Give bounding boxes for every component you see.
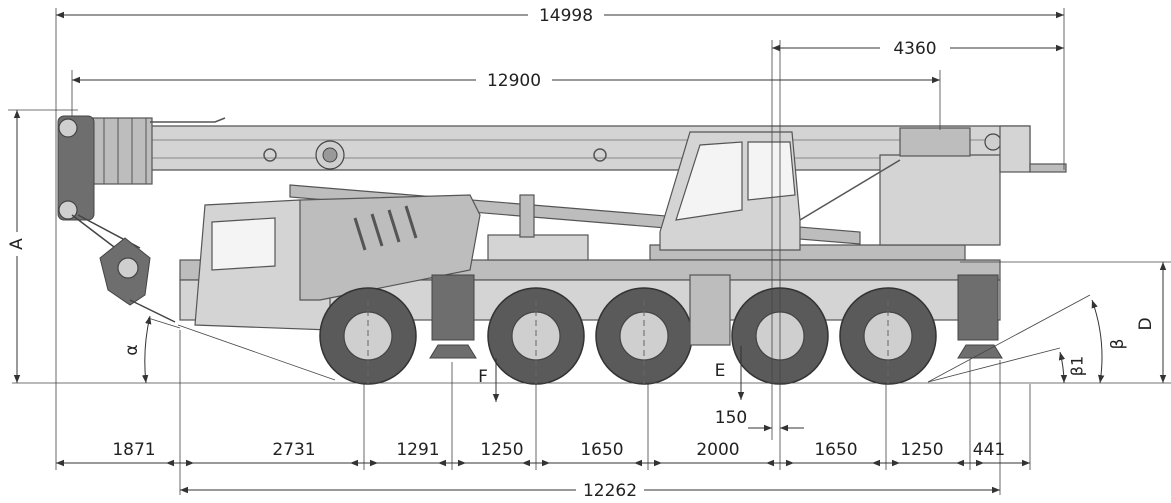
vertical-dimensions: A D F E — [5, 110, 1167, 402]
dim-chassis-length: 12262 — [583, 481, 637, 501]
label-departure-angle: β — [1108, 339, 1128, 350]
label-chassis-height-d: D — [1136, 317, 1156, 330]
slew-offset-dimension: 150 — [715, 408, 804, 432]
dim-axle-spacing-5: 2000 — [696, 440, 739, 460]
top-dimensions: 14998 4360 12900 — [56, 6, 1064, 91]
dim-axle-spacing-1: 2731 — [272, 440, 315, 460]
dim-axle-spacing-7: 1250 — [900, 440, 943, 460]
label-ground-e: E — [715, 361, 726, 381]
dim-axle-spacing-3: 1250 — [480, 440, 523, 460]
label-height-a: A — [7, 238, 27, 250]
dim-boom-length: 12900 — [487, 71, 541, 91]
dim-overall-length: 14998 — [539, 6, 593, 26]
angle-indicators: α β β1 — [122, 294, 1128, 384]
dim-rear-overhang: 4360 — [893, 39, 936, 59]
wheels — [319, 287, 937, 385]
label-approach-angle: α — [122, 344, 142, 355]
dim-axle-spacing-4: 1650 — [580, 440, 623, 460]
cab-window-side — [747, 141, 796, 201]
boom-sections — [91, 117, 153, 185]
crane-illustration — [57, 115, 1067, 385]
label-outrigger-f: F — [478, 367, 488, 387]
label-departure-angle-1: β1 — [1068, 356, 1087, 376]
cab-window-front — [675, 141, 743, 221]
boom-head — [57, 115, 95, 221]
bottom-dimensions: 1871 2731 1291 1250 1650 2000 1650 1250 … — [56, 440, 1030, 501]
outrigger-front — [431, 274, 475, 341]
dim-rear-end: 441 — [973, 440, 1005, 460]
reference-lines — [8, 8, 1171, 495]
boom-pivot — [899, 127, 971, 157]
dim-slew-offset: 150 — [715, 408, 747, 428]
counterweight — [879, 154, 1001, 246]
engine-hood — [299, 194, 481, 301]
dim-front-overhang: 1871 — [112, 440, 155, 460]
driver-cab-window — [211, 217, 276, 271]
dim-axle-spacing-6: 1650 — [814, 440, 857, 460]
dim-axle-spacing-2: 1291 — [396, 440, 439, 460]
outrigger-rear — [957, 274, 999, 341]
